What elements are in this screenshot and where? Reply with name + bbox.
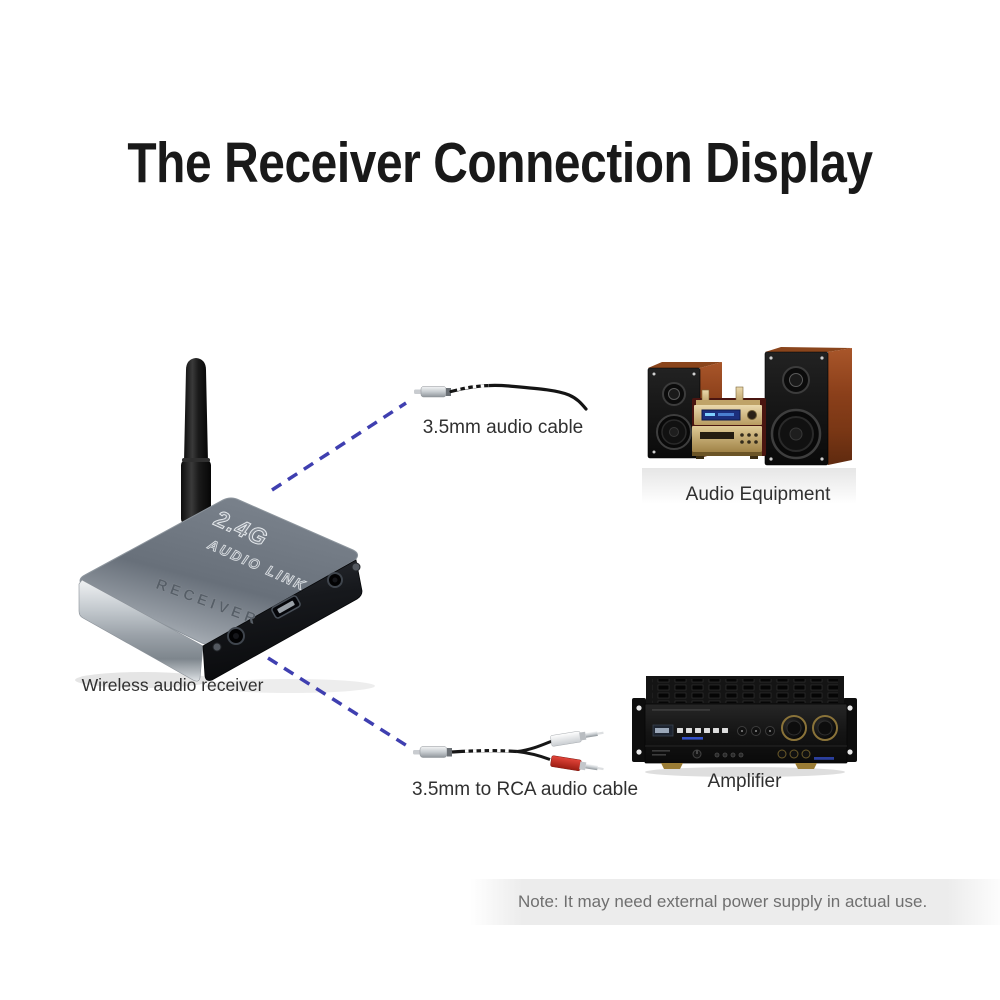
plug-body (420, 386, 447, 398)
reflection (642, 468, 856, 504)
stereo-unit (692, 386, 766, 459)
cable-twist-marks (464, 748, 514, 753)
page-title: The Receiver Connection Display (127, 131, 873, 195)
aux-cable-image (414, 383, 588, 411)
device-body: 2.4G AUDIO LINK RECEIVER (78, 497, 363, 682)
cable-twist-marks (456, 384, 490, 392)
audio-equipment-label: Audio Equipment (685, 484, 831, 505)
amplifier-image (632, 676, 857, 777)
device-shadow (75, 672, 211, 688)
amp-foot (795, 763, 817, 769)
note-banner: Note: It may need external power supply … (470, 879, 1000, 925)
power-jack-port (327, 572, 343, 588)
amp-foot (661, 763, 683, 769)
amp-front-panel (644, 703, 848, 769)
wireless-receiver-image: 2.4G AUDIO LINK RECEIVER (75, 358, 375, 693)
plug-tip (414, 389, 422, 394)
cable-wire (449, 383, 588, 411)
aux-cable-label: 3.5mm audio cable (422, 417, 584, 438)
receiver-label: Wireless audio receiver (81, 675, 264, 695)
audio-jack-port (227, 627, 245, 645)
amplifier-label: Amplifier (707, 771, 782, 792)
antenna (181, 358, 211, 524)
mini-usb-port (271, 595, 301, 619)
rca-cable-image (413, 731, 604, 771)
amp-shadow (645, 767, 845, 777)
screw (351, 562, 361, 572)
rca-cable-label: 3.5mm to RCA audio cable (412, 779, 639, 800)
right-speaker (764, 347, 852, 466)
audio-equipment-image (642, 347, 856, 504)
screw (212, 642, 222, 652)
plug-tip (413, 750, 421, 755)
left-speaker (647, 362, 722, 459)
rca-plug-white (550, 731, 604, 747)
cable-wire (451, 748, 518, 754)
plug-body (419, 746, 448, 758)
rca-plug-red (550, 755, 604, 771)
note-text: Note: It may need external power supply … (518, 892, 928, 911)
